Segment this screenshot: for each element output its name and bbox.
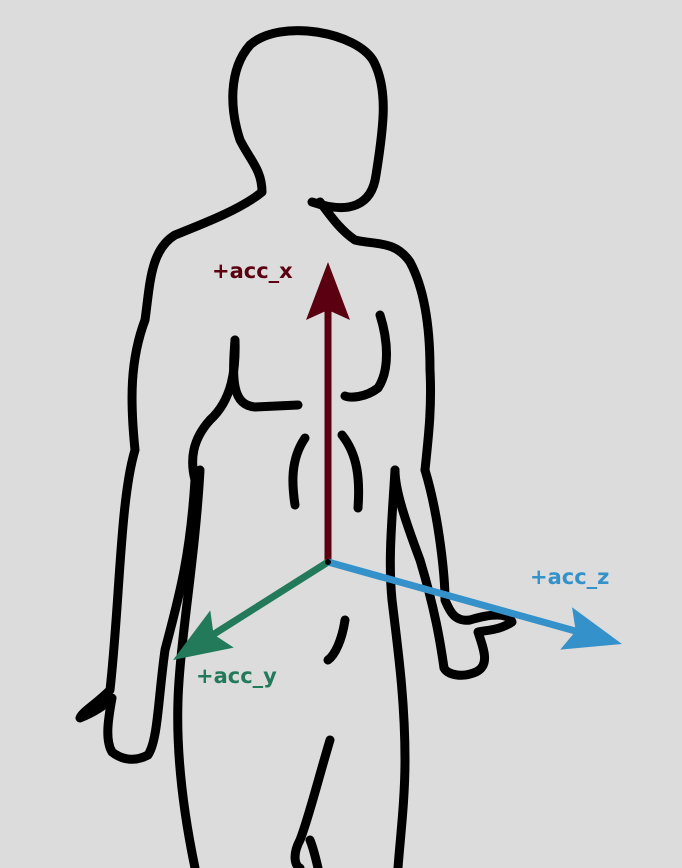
- chest-line: [229, 335, 303, 412]
- body-outline-left-leg: [173, 465, 205, 868]
- axis-y-arrow: +acc_y: [173, 559, 330, 688]
- body-outline-right-arm: [390, 465, 517, 680]
- back-line-right: [337, 430, 364, 513]
- axis-y-label: +acc_y: [196, 664, 277, 688]
- axis-x-label: +acc_x: [212, 259, 293, 283]
- axis-x-arrow: +acc_x: [212, 259, 350, 562]
- human-body-outline: [75, 26, 517, 868]
- acceleration-axes: +acc_x +acc_y +acc_z: [173, 259, 622, 688]
- body-outline-left: [75, 26, 388, 764]
- axis-y-shaft: [211, 559, 330, 638]
- axis-x-arrowhead: [306, 262, 350, 320]
- back-line-left: [288, 433, 310, 510]
- body-outline-right-upper: [315, 197, 436, 475]
- right-chest-line: [340, 310, 391, 402]
- axis-z-arrowhead: [560, 607, 622, 650]
- buttock-line: [323, 615, 350, 665]
- axis-z-shaft: [327, 558, 577, 635]
- inner-leg-line: [290, 735, 335, 868]
- body-outline-right-leg: [385, 465, 410, 868]
- axis-z-arrow: +acc_z: [327, 558, 622, 650]
- axis-z-label: +acc_z: [530, 565, 609, 589]
- axis-y-arrowhead: [173, 610, 234, 660]
- axes-origin: [325, 559, 331, 565]
